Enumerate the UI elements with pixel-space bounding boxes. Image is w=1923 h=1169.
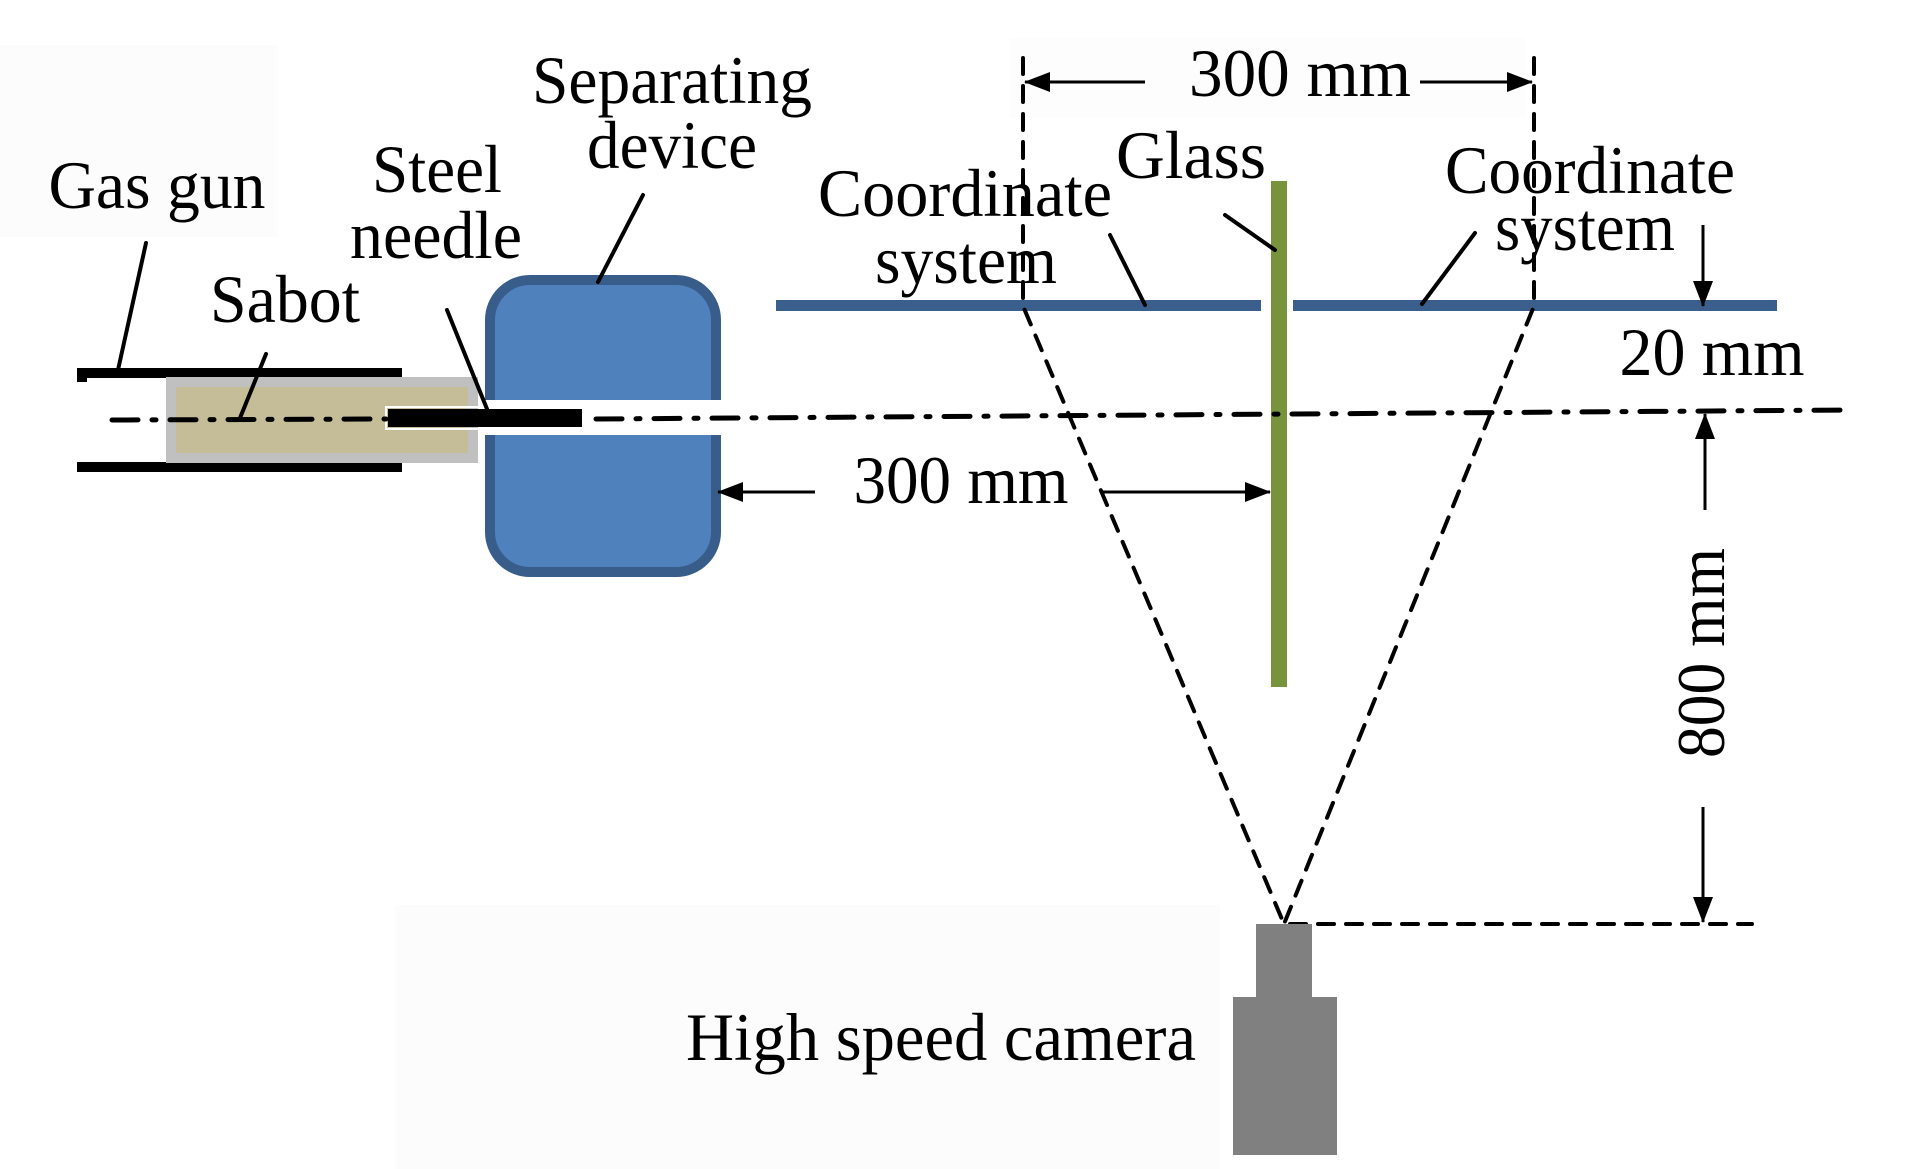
leader-glass — [1223, 213, 1277, 252]
dimension-device-glass-label: 300 mm — [854, 442, 1069, 518]
high-speed-camera — [1233, 924, 1337, 1155]
label-glass: Glass — [1116, 117, 1266, 193]
label-separating-device-line2: device — [587, 107, 757, 183]
label-coordinate-left-line2: system — [875, 222, 1057, 298]
leader-coordinate-right — [1420, 231, 1477, 306]
leader-gas-gun — [116, 241, 148, 372]
label-separating-device-line1: Separating — [532, 42, 812, 118]
dimension-offset-label: 20 mm — [1620, 314, 1805, 390]
coordinate-system-bar-right — [1293, 300, 1777, 311]
label-background-camera — [395, 905, 1220, 1169]
camera-lens — [1256, 924, 1312, 998]
label-high-speed-camera: High speed camera — [686, 999, 1196, 1075]
camera-view-line-right — [1282, 56, 1536, 926]
trajectory-centerline-right — [593, 407, 1853, 422]
steel-needle — [388, 409, 582, 427]
separating-device — [480, 275, 725, 577]
leader-sabot — [238, 352, 268, 420]
leader-steel-needle — [445, 308, 489, 411]
glass-plate — [1271, 181, 1287, 687]
label-gas-gun: Gas gun — [49, 147, 266, 223]
label-background-top-dimension — [1010, 38, 1525, 118]
label-coordinate-right-line1: Coordinate — [1445, 132, 1735, 208]
label-steel-needle-line1: Steel — [372, 131, 502, 207]
gas-gun — [77, 368, 402, 472]
label-coordinate-right-line2: system — [1495, 189, 1675, 265]
leader-coordinate-left — [1108, 233, 1147, 307]
camera-view-line-left — [1021, 56, 1286, 926]
camera-body — [1233, 997, 1337, 1155]
label-coordinate-left-line1: Coordinate — [818, 155, 1112, 231]
dimension-camera-label: 800 mm — [1663, 548, 1739, 758]
label-sabot: Sabot — [210, 261, 360, 337]
gas-gun-barrel-top — [77, 368, 402, 378]
dimension-fov-label: 300 mm — [1189, 35, 1411, 111]
leader-separating-device — [596, 193, 645, 284]
coordinate-system-bar-left — [776, 300, 1261, 311]
gas-gun-barrel-bottom — [77, 462, 402, 472]
trajectory-centerline-left — [109, 416, 389, 423]
label-steel-needle-line2: needle — [350, 197, 522, 273]
gas-gun-barrel-top-lip — [77, 368, 87, 382]
label-background-gas-gun — [0, 45, 278, 237]
